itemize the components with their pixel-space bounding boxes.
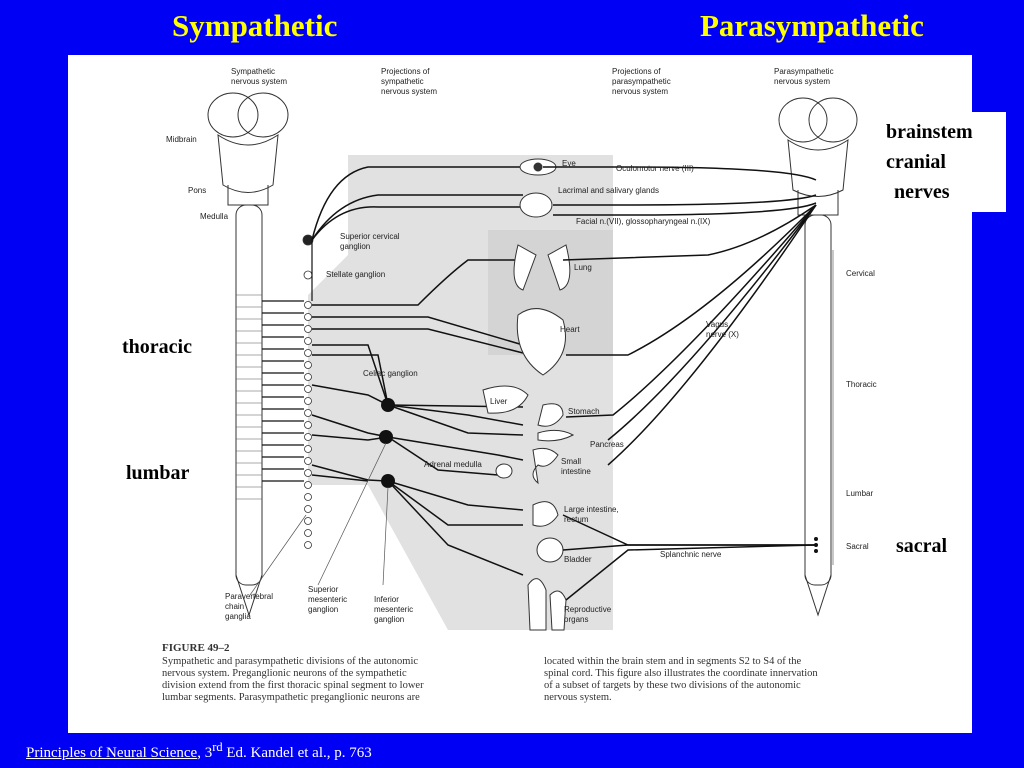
brainstem-text: brainstem	[886, 121, 973, 143]
lung-label: Lung	[574, 263, 592, 272]
thoracic-region-label: Thoracic	[846, 380, 877, 389]
thoracic-side-label: thoracic	[122, 336, 192, 358]
book-link[interactable]: Principles of Neural Science	[26, 745, 198, 761]
citation: Principles of Neural Science, 3rd Ed. Ka…	[26, 740, 372, 762]
reproductive-icon	[527, 578, 567, 631]
adrenal-icon	[495, 463, 513, 479]
paravertebral-chain	[302, 234, 314, 549]
adrenal-label: Adrenal medulla	[424, 460, 482, 469]
liver-icon	[482, 385, 529, 414]
cranial-text: cranial	[886, 151, 946, 173]
sacral-region-label: Sacral	[846, 542, 869, 551]
eye-label: Eye	[562, 159, 576, 168]
citation-sup: rd	[212, 740, 223, 754]
sympathetic-spinal-cord	[235, 204, 263, 586]
stomach-icon	[537, 403, 564, 427]
parasympathetic-title: Parasympathetic	[700, 8, 924, 43]
sup-mesenteric-ganglion	[379, 430, 393, 444]
heart-icon	[516, 308, 566, 376]
facial-label: Facial n.(VII), glossopharyngeal n.(IX)	[576, 217, 711, 226]
citation-sep: , 3	[197, 745, 213, 761]
cervical-region-label: Cervical	[846, 269, 875, 278]
pancreas-label: Pancreas	[590, 440, 624, 449]
pancreas-icon	[537, 429, 575, 442]
sacral-side-label: sacral	[896, 535, 948, 557]
sympathetic-title: Sympathetic	[172, 8, 338, 43]
glands-icon	[519, 192, 553, 218]
celiac-ganglion	[381, 398, 395, 412]
citation-rest: Ed. Kandel et al., p. 763	[222, 745, 372, 761]
caption-left: Sympathetic and parasympathetic division…	[162, 656, 424, 703]
large-intestine-label: Large intestine,rectum	[564, 505, 619, 524]
parasympathetic-spinal-cord	[804, 214, 832, 586]
parasympathetic-brain	[778, 97, 858, 216]
pons-label: Pons	[188, 186, 207, 195]
figure-label: FIGURE 49–2	[162, 642, 230, 654]
nerves-text: nerves	[894, 181, 950, 203]
celiac-label: Celiac ganglion	[363, 369, 418, 378]
lacrimal-label: Lacrimal and salivary glands	[558, 186, 659, 195]
stellate-label: Stellate ganglion	[326, 270, 386, 279]
brainstem-note: brainstem cranial nerves	[868, 112, 1006, 212]
caption-right: located within the brain stem and in seg…	[544, 656, 818, 703]
heart-label: Heart	[560, 325, 580, 334]
inf-mesenteric-ganglion	[381, 474, 395, 488]
oculomotor-label: Oculomotor nerve (III)	[616, 164, 694, 173]
sympathetic-brain	[207, 92, 289, 206]
midbrain-label: Midbrain	[166, 135, 197, 144]
lumbar-side-label: lumbar	[126, 462, 190, 484]
medulla-label: Medulla	[200, 212, 229, 221]
lung-icon	[513, 244, 571, 291]
liver-label: Liver	[490, 397, 508, 406]
splanchnic-label: Splanchnic nerve	[660, 550, 722, 559]
stomach-label: Stomach	[568, 407, 600, 416]
intestine-icon	[532, 447, 559, 485]
large-intestine-icon	[532, 501, 559, 527]
autonomic-diagram	[207, 92, 858, 631]
lumbar-region-label: Lumbar	[846, 489, 874, 498]
organs	[482, 158, 575, 631]
bladder-label: Bladder	[564, 555, 592, 564]
bladder-icon	[536, 537, 564, 563]
